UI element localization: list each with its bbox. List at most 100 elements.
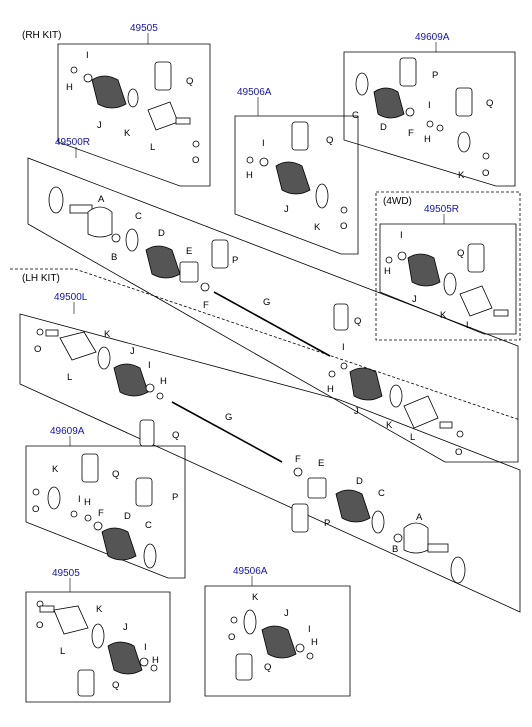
callout-i: I <box>262 138 265 149</box>
frame-4wd-dashed <box>375 191 521 341</box>
part-band-k <box>47 486 61 510</box>
part-clamp-h <box>385 256 393 264</box>
part-band-c <box>371 510 385 534</box>
part-grease-q <box>77 669 95 697</box>
part-band-k <box>315 183 329 209</box>
part-grease-p <box>399 57 417 87</box>
part-clamp-h <box>328 370 336 378</box>
part-shaft-spline <box>175 117 191 125</box>
part-outer-joint-l <box>459 285 493 317</box>
part-clamp-i <box>145 383 155 393</box>
callout-o: O <box>340 221 347 232</box>
part-clamp-h <box>246 156 254 164</box>
part-number-49609A-top: 49609A <box>415 32 450 43</box>
callout-e: E <box>318 458 324 469</box>
callout-q: Q <box>112 680 119 691</box>
part-circlip-o <box>456 430 464 438</box>
callout-i: I <box>86 50 89 61</box>
part-circlip-o <box>32 488 40 496</box>
part-grease-q <box>235 653 253 681</box>
callout-l: L <box>60 646 65 657</box>
callout-i: I <box>308 624 311 635</box>
part-boot-d <box>101 527 137 561</box>
callout-c: C <box>378 488 385 499</box>
rh-kit-label: (RH KIT) <box>22 30 61 41</box>
callout-h: H <box>84 497 91 508</box>
part-tone-ring <box>450 556 466 584</box>
part-spline-end <box>493 309 509 317</box>
part-band-c <box>125 228 139 252</box>
part-clamp-h <box>150 664 158 672</box>
part-shaft-g <box>171 401 283 463</box>
part-tone-ring <box>48 186 64 214</box>
callout-j: J <box>284 608 289 619</box>
part-number-49506A-bottom: 49506A <box>233 566 268 577</box>
part-clamp-f <box>200 282 210 292</box>
part-band-k <box>127 88 139 108</box>
part-circlip-o <box>36 328 44 336</box>
part-circlip-o <box>482 152 490 160</box>
part-clamp-i <box>295 643 305 653</box>
part-clamp-f <box>93 521 103 531</box>
callout-b: B <box>111 252 117 263</box>
callout-c: C <box>145 520 152 531</box>
part-spline-end <box>39 605 55 613</box>
part-number-49500R: 49500R <box>55 137 90 148</box>
frame-49505-top <box>57 43 211 187</box>
callout-h: H <box>246 170 253 181</box>
callout-j: J <box>130 346 135 357</box>
part-band-k <box>97 346 111 370</box>
frame-49609A-top <box>343 51 516 187</box>
part-outer-joint-a <box>403 522 429 554</box>
part-boot-j <box>91 75 127 109</box>
part-grease-q <box>81 453 99 483</box>
part-number-49505-top: 49505 <box>130 23 158 34</box>
part-band-k <box>443 272 457 296</box>
group-49609A-top: 49609A C D P F I H Q K O <box>343 32 516 187</box>
callout-j: J <box>123 622 128 633</box>
callout-o: O <box>32 504 39 515</box>
callout-k: K <box>124 128 131 139</box>
callout-p: P <box>232 255 238 266</box>
group-49505-top: 49505 I H J K Q L O <box>57 23 211 187</box>
part-outer-joint-l <box>403 395 439 429</box>
part-boot-j <box>113 363 149 397</box>
callout-l: L <box>410 432 415 443</box>
callout-k: K <box>458 170 465 181</box>
frame-49500L <box>19 313 521 613</box>
callout-q: Q <box>264 662 271 673</box>
callout-i: I <box>342 342 345 353</box>
part-circlip-o <box>230 616 238 624</box>
callout-d: D <box>158 228 165 239</box>
callout-o: O <box>34 344 41 355</box>
callout-q: Q <box>457 248 464 259</box>
part-number-49506A-top: 49506A <box>237 87 272 98</box>
part-clamp-b <box>393 533 403 543</box>
callout-j: J <box>412 294 417 305</box>
frame-49506A-top <box>234 115 359 255</box>
frame-49505-bottom <box>25 591 171 703</box>
callout-j: J <box>354 406 359 417</box>
callout-i: I <box>428 100 431 111</box>
part-grease-q <box>467 243 485 273</box>
callout-d: D <box>124 511 131 522</box>
callout-l: L <box>466 320 471 331</box>
part-grease-q <box>154 61 172 91</box>
part-boot-j <box>107 641 143 675</box>
part-bearing-e <box>307 477 327 499</box>
part-boot-j <box>275 161 311 195</box>
callout-h: H <box>152 655 159 666</box>
callout-i: I <box>144 642 147 653</box>
part-clamp-i <box>259 157 269 167</box>
part-outer-joint-l <box>147 101 179 131</box>
callout-l: L <box>150 142 155 153</box>
part-circlip-o <box>192 140 200 148</box>
part-clamp-i <box>436 124 444 132</box>
part-band-k <box>243 609 257 635</box>
callout-g: G <box>263 297 270 308</box>
callout-d: D <box>356 476 363 487</box>
callout-k: K <box>104 329 111 340</box>
part-clamp-i <box>397 251 407 261</box>
part-number-49500L: 49500L <box>54 292 88 303</box>
